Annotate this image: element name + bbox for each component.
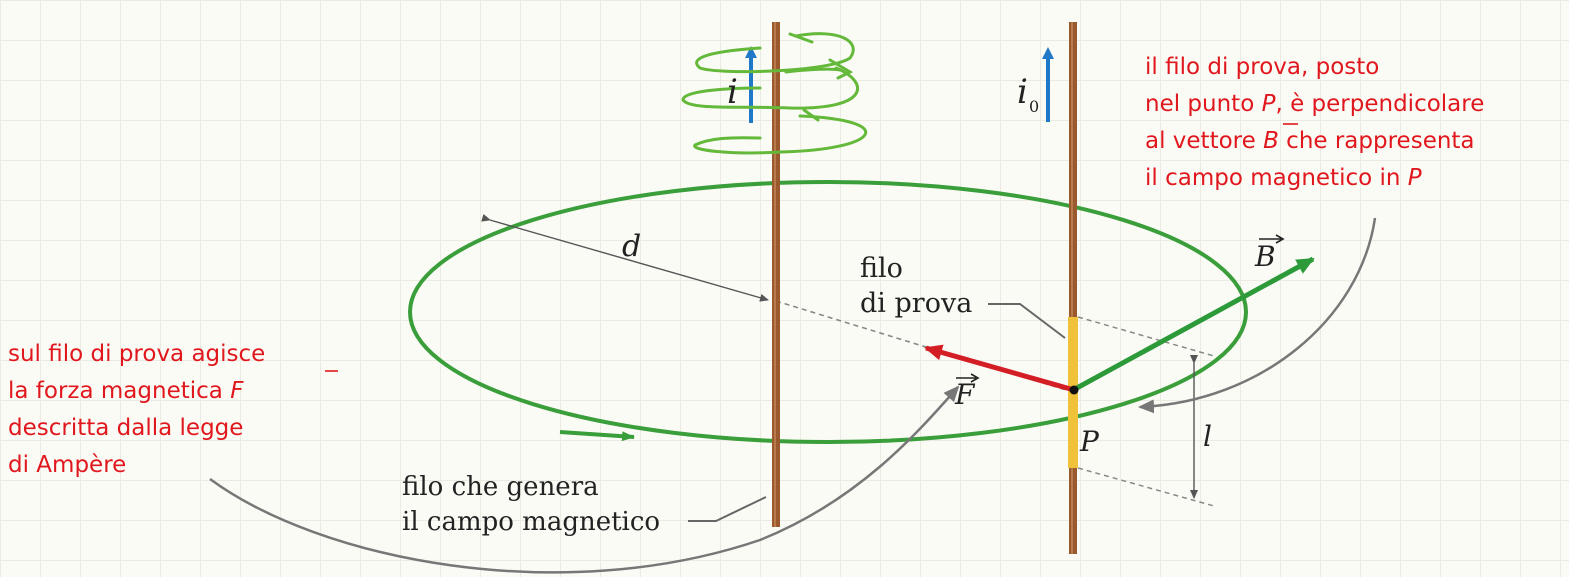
svg-text:di Ampère: di Ampère (8, 452, 126, 478)
svg-text:nel punto P, è perpendicolare: nel punto P, è perpendicolare (1145, 91, 1484, 117)
current-i0-label: i (1017, 72, 1028, 112)
svg-text:F: F (954, 378, 976, 411)
point-p (1069, 385, 1079, 395)
distance-d-label: d (622, 229, 641, 264)
source-wire-label: filo che genera il campo magnetico (402, 472, 660, 537)
vector-b-arrow (1073, 256, 1315, 392)
point-p-label: P (1079, 425, 1100, 458)
force-f-arrow (924, 344, 1075, 393)
field-loop (408, 180, 1248, 444)
test-wire-leader (988, 303, 1066, 339)
current-i0-subscript: 0 (1029, 97, 1039, 116)
curved-arrow-icon (209, 385, 960, 574)
field-loop-direction-arrow (559, 430, 635, 442)
current-i-label: i (727, 72, 738, 112)
svg-text:sul filo di prova agisce: sul filo di prova agisce (8, 341, 265, 367)
source-wire-leader (688, 496, 767, 522)
distance-d-arrow (481, 213, 769, 302)
svg-text:il filo di prova, posto: il filo di prova, posto (1145, 54, 1379, 80)
length-l-label: l (1203, 420, 1212, 453)
right-note: il filo di prova, posto nel punto P, è p… (1145, 54, 1484, 191)
svg-text:al vettore B che rappresenta: al vettore B che rappresenta (1145, 128, 1475, 154)
svg-text:la forza magnetica F: la forza magnetica F (8, 378, 244, 404)
svg-text:B: B (1254, 240, 1276, 273)
svg-text:il campo magnetico in P: il campo magnetico in P (1145, 165, 1422, 191)
svg-text:descritta dalla legge: descritta dalla legge (8, 415, 243, 441)
curved-arrow-icon (1138, 217, 1377, 414)
test-wire-label: filo di prova (860, 253, 972, 319)
left-note: sul filo di prova agisce la forza magnet… (8, 341, 338, 478)
vector-b-label: B (1254, 234, 1285, 273)
vector-f-label: F (954, 373, 980, 411)
spiral-field-lines-icon (681, 32, 868, 155)
